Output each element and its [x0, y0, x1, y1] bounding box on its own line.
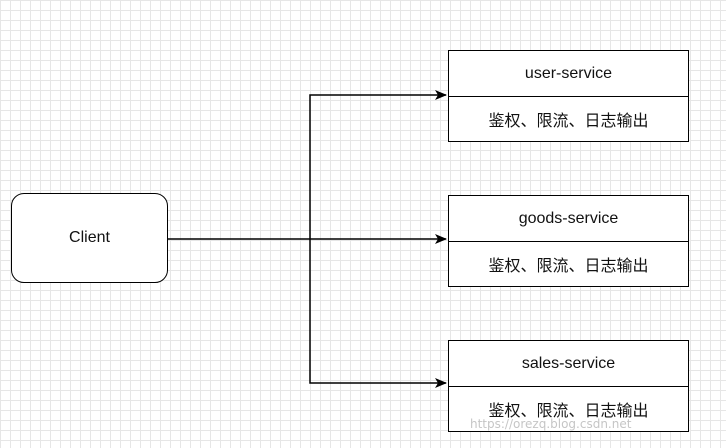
service-features: 鉴权、限流、日志输出 — [488, 255, 649, 275]
service-features: 鉴权、限流、日志输出 — [488, 110, 649, 130]
client-node[interactable]: Client — [11, 193, 168, 283]
goods-service-node[interactable]: goods-service 鉴权、限流、日志输出 — [448, 195, 689, 287]
connector-to-sales-service — [309, 239, 447, 388]
user-service-node[interactable]: user-service 鉴权、限流、日志输出 — [448, 50, 689, 142]
service-features: 鉴权、限流、日志输出 — [488, 400, 649, 420]
watermark: https://orezq.blog.csdn.net — [470, 417, 632, 431]
service-name: user-service — [449, 51, 688, 97]
sales-service-node[interactable]: sales-service 鉴权、限流、日志输出 — [448, 340, 689, 432]
service-name: goods-service — [449, 196, 688, 242]
service-name: sales-service — [449, 341, 688, 387]
connector-to-user-service — [309, 90, 447, 239]
client-label: Client — [69, 229, 110, 246]
